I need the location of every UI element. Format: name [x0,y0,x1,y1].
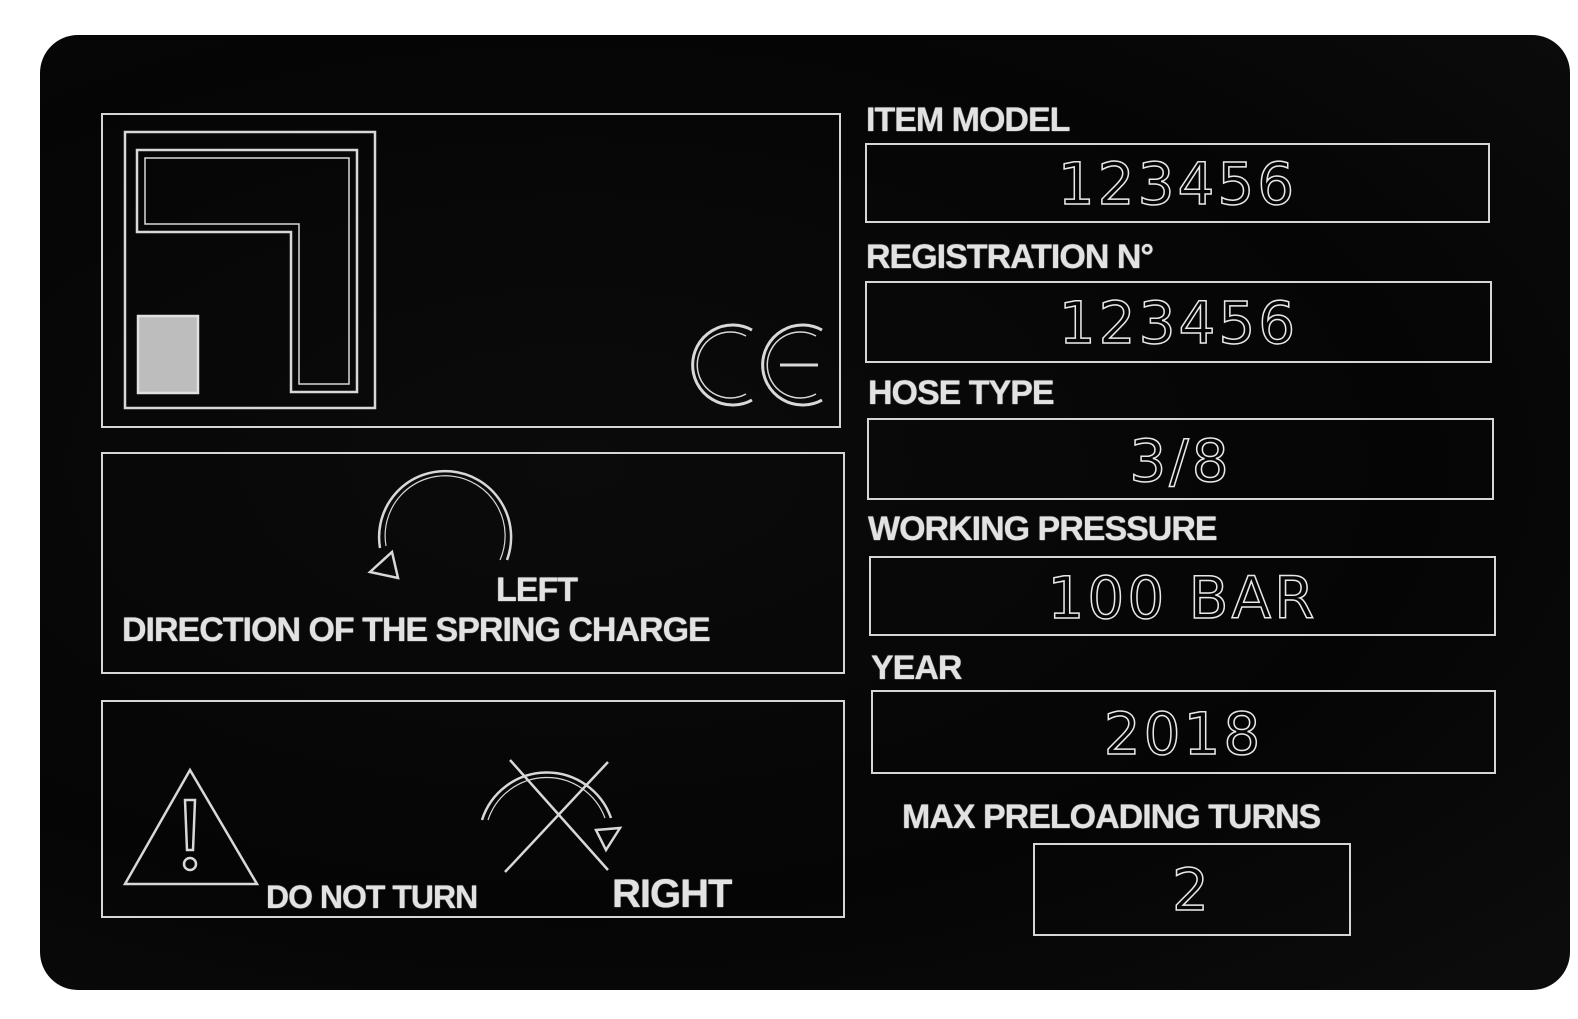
item-model-label: ITEM MODEL [866,101,1070,139]
registration-box [865,281,1492,363]
hose-type-box [867,418,1494,500]
hose-type-label: HOSE TYPE [868,374,1055,412]
max-turns-value: 2 [1171,856,1212,924]
spring-caption: DIRECTION OF THE SPRING CHARGE [122,611,711,649]
max-turns-box [1033,843,1351,936]
registration-value: 123456 [1058,289,1299,357]
year-label: YEAR [871,649,962,687]
hose-type-value: 3/8 [1129,427,1232,495]
item-model-box [865,143,1490,223]
spring-direction-panel [101,452,845,674]
rotate-left-icon [367,469,513,580]
registration-label: REGISTRATION N° [866,238,1154,276]
working-pressure-label: WORKING PRESSURE [868,510,1218,548]
right-label: RIGHT [612,872,732,916]
year-box [871,690,1496,774]
max-turns-label: MAX PRELOADING TURNS [902,798,1321,836]
item-model-value: 123456 [1057,150,1298,218]
brand-square-logo [123,130,377,410]
warning-triangle-icon [122,767,260,886]
spring-left-label: LEFT [496,571,578,609]
logo-panel [101,113,841,428]
do-not-turn-label: DO NOT TURN [266,879,478,915]
working-pressure-box [869,556,1496,636]
ce-mark [691,323,823,407]
working-pressure-value: 100 BAR [1047,564,1318,632]
year-value: 2018 [1103,700,1264,768]
warning-panel [101,700,845,918]
nameplate [40,35,1570,990]
crossed-rotate-right-icon [480,759,623,873]
